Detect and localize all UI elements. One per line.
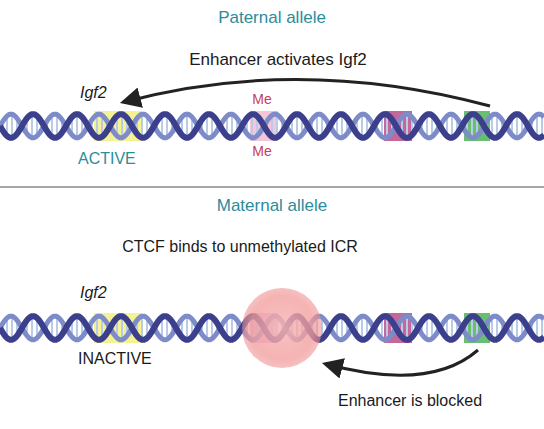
gene-name: Igf2 xyxy=(80,84,107,102)
methyl-mark: Me xyxy=(252,143,271,159)
dna-strand xyxy=(0,114,544,138)
ctcf-protein xyxy=(242,288,322,368)
base-pair xyxy=(186,316,188,340)
state-label: ACTIVE xyxy=(78,150,136,168)
panel-heading: Maternal allele xyxy=(217,196,328,216)
base-pair xyxy=(76,316,78,340)
base-pair xyxy=(516,114,518,138)
dna-strand xyxy=(0,114,544,138)
base-pair xyxy=(186,114,188,138)
methyl-mark: Me xyxy=(252,91,271,107)
dna-helix xyxy=(0,111,544,141)
base-pair xyxy=(516,316,518,340)
arrow-label: Enhancer is blocked xyxy=(338,392,482,410)
state-label: INACTIVE xyxy=(78,350,152,368)
annotation: CTCF binds to unmethylated ICR xyxy=(122,238,358,256)
panel-heading: Paternal allele xyxy=(218,8,326,28)
base-pair xyxy=(76,114,78,138)
base-pair xyxy=(406,316,408,340)
blocked-arrow xyxy=(326,350,478,375)
gene-name: Igf2 xyxy=(80,284,107,302)
base-pair xyxy=(406,114,408,138)
base-pair xyxy=(296,114,298,138)
arrow-label: Enhancer activates Igf2 xyxy=(189,50,367,70)
activation-arrow xyxy=(124,79,490,106)
panel-divider xyxy=(0,186,544,188)
